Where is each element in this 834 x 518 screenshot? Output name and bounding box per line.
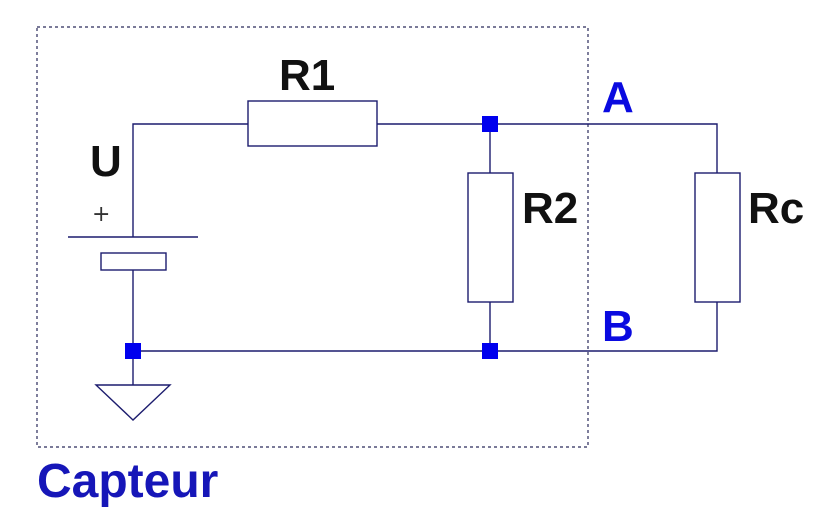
resistor-rc — [694, 172, 741, 303]
label-plus: + — [92, 202, 110, 227]
wire-top-left — [132, 123, 248, 237]
ground-icon — [94, 384, 172, 421]
junction-node — [482, 343, 498, 359]
resistor-r1 — [247, 100, 378, 147]
label-capteur: Capteur — [37, 455, 218, 508]
label-source-u: U — [90, 137, 122, 186]
label-r2: R2 — [522, 184, 578, 233]
wire-bottom-rail — [133, 302, 718, 352]
label-node-a: A — [602, 73, 634, 122]
voltage-source — [68, 236, 198, 271]
junction-node — [482, 116, 498, 132]
junction-node — [125, 343, 141, 359]
label-node-b: B — [602, 302, 634, 351]
label-r1: R1 — [279, 51, 335, 100]
resistor-r2 — [467, 172, 514, 303]
junctions — [125, 116, 498, 359]
label-rc: Rc — [748, 184, 804, 233]
source-negative-plate — [100, 252, 167, 271]
wire-top-right — [377, 123, 718, 173]
